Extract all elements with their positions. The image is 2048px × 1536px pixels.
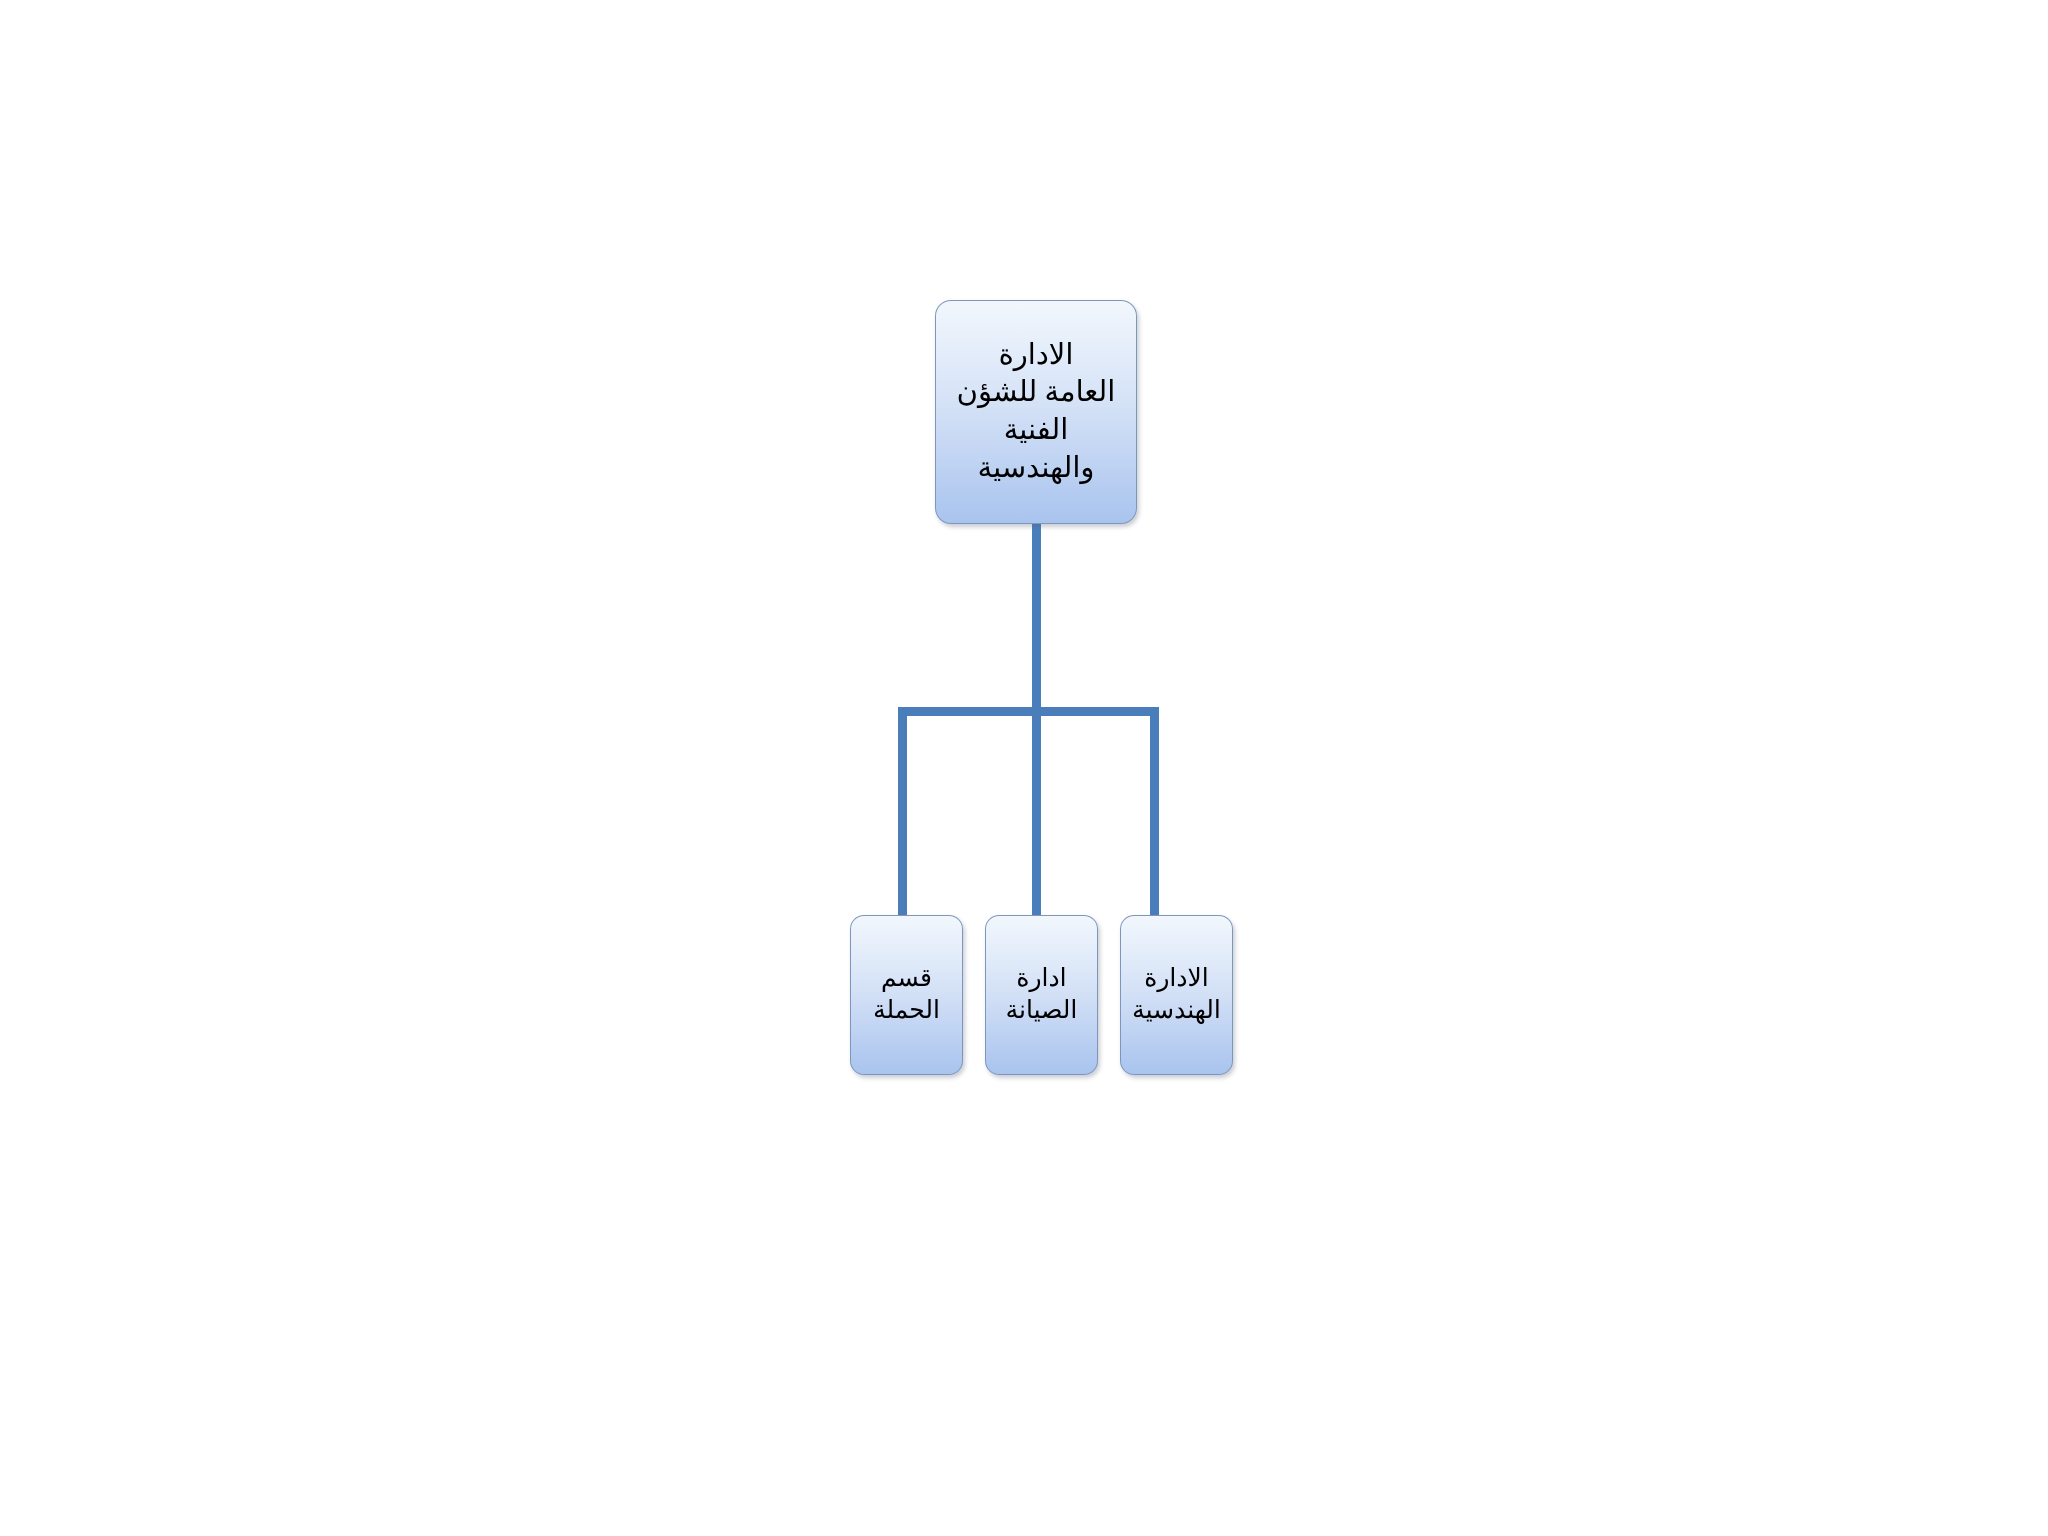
connector-drop-child-1 (1032, 707, 1041, 919)
org-node-child-2-label: قسم الحملة (873, 964, 940, 1025)
connector-horizontal-bus (898, 707, 1159, 716)
connector-drop-child-0 (1150, 707, 1159, 919)
org-node-engineering-department[interactable]: الادارة الهندسية (1120, 915, 1233, 1075)
org-node-root-label: الادارة العامة للشؤن الفنية والهندسية (956, 338, 1116, 484)
org-node-maintenance-department[interactable]: ادارة الصيانة (985, 915, 1098, 1075)
org-node-child-1-label: ادارة الصيانة (1005, 964, 1078, 1025)
connector-root-trunk (1032, 520, 1041, 716)
org-node-child-0-label: الادارة الهندسية (1132, 964, 1221, 1025)
org-node-campaign-section[interactable]: قسم الحملة (850, 915, 963, 1075)
connector-drop-child-2 (898, 707, 907, 919)
org-node-root[interactable]: الادارة العامة للشؤن الفنية والهندسية (935, 300, 1137, 524)
